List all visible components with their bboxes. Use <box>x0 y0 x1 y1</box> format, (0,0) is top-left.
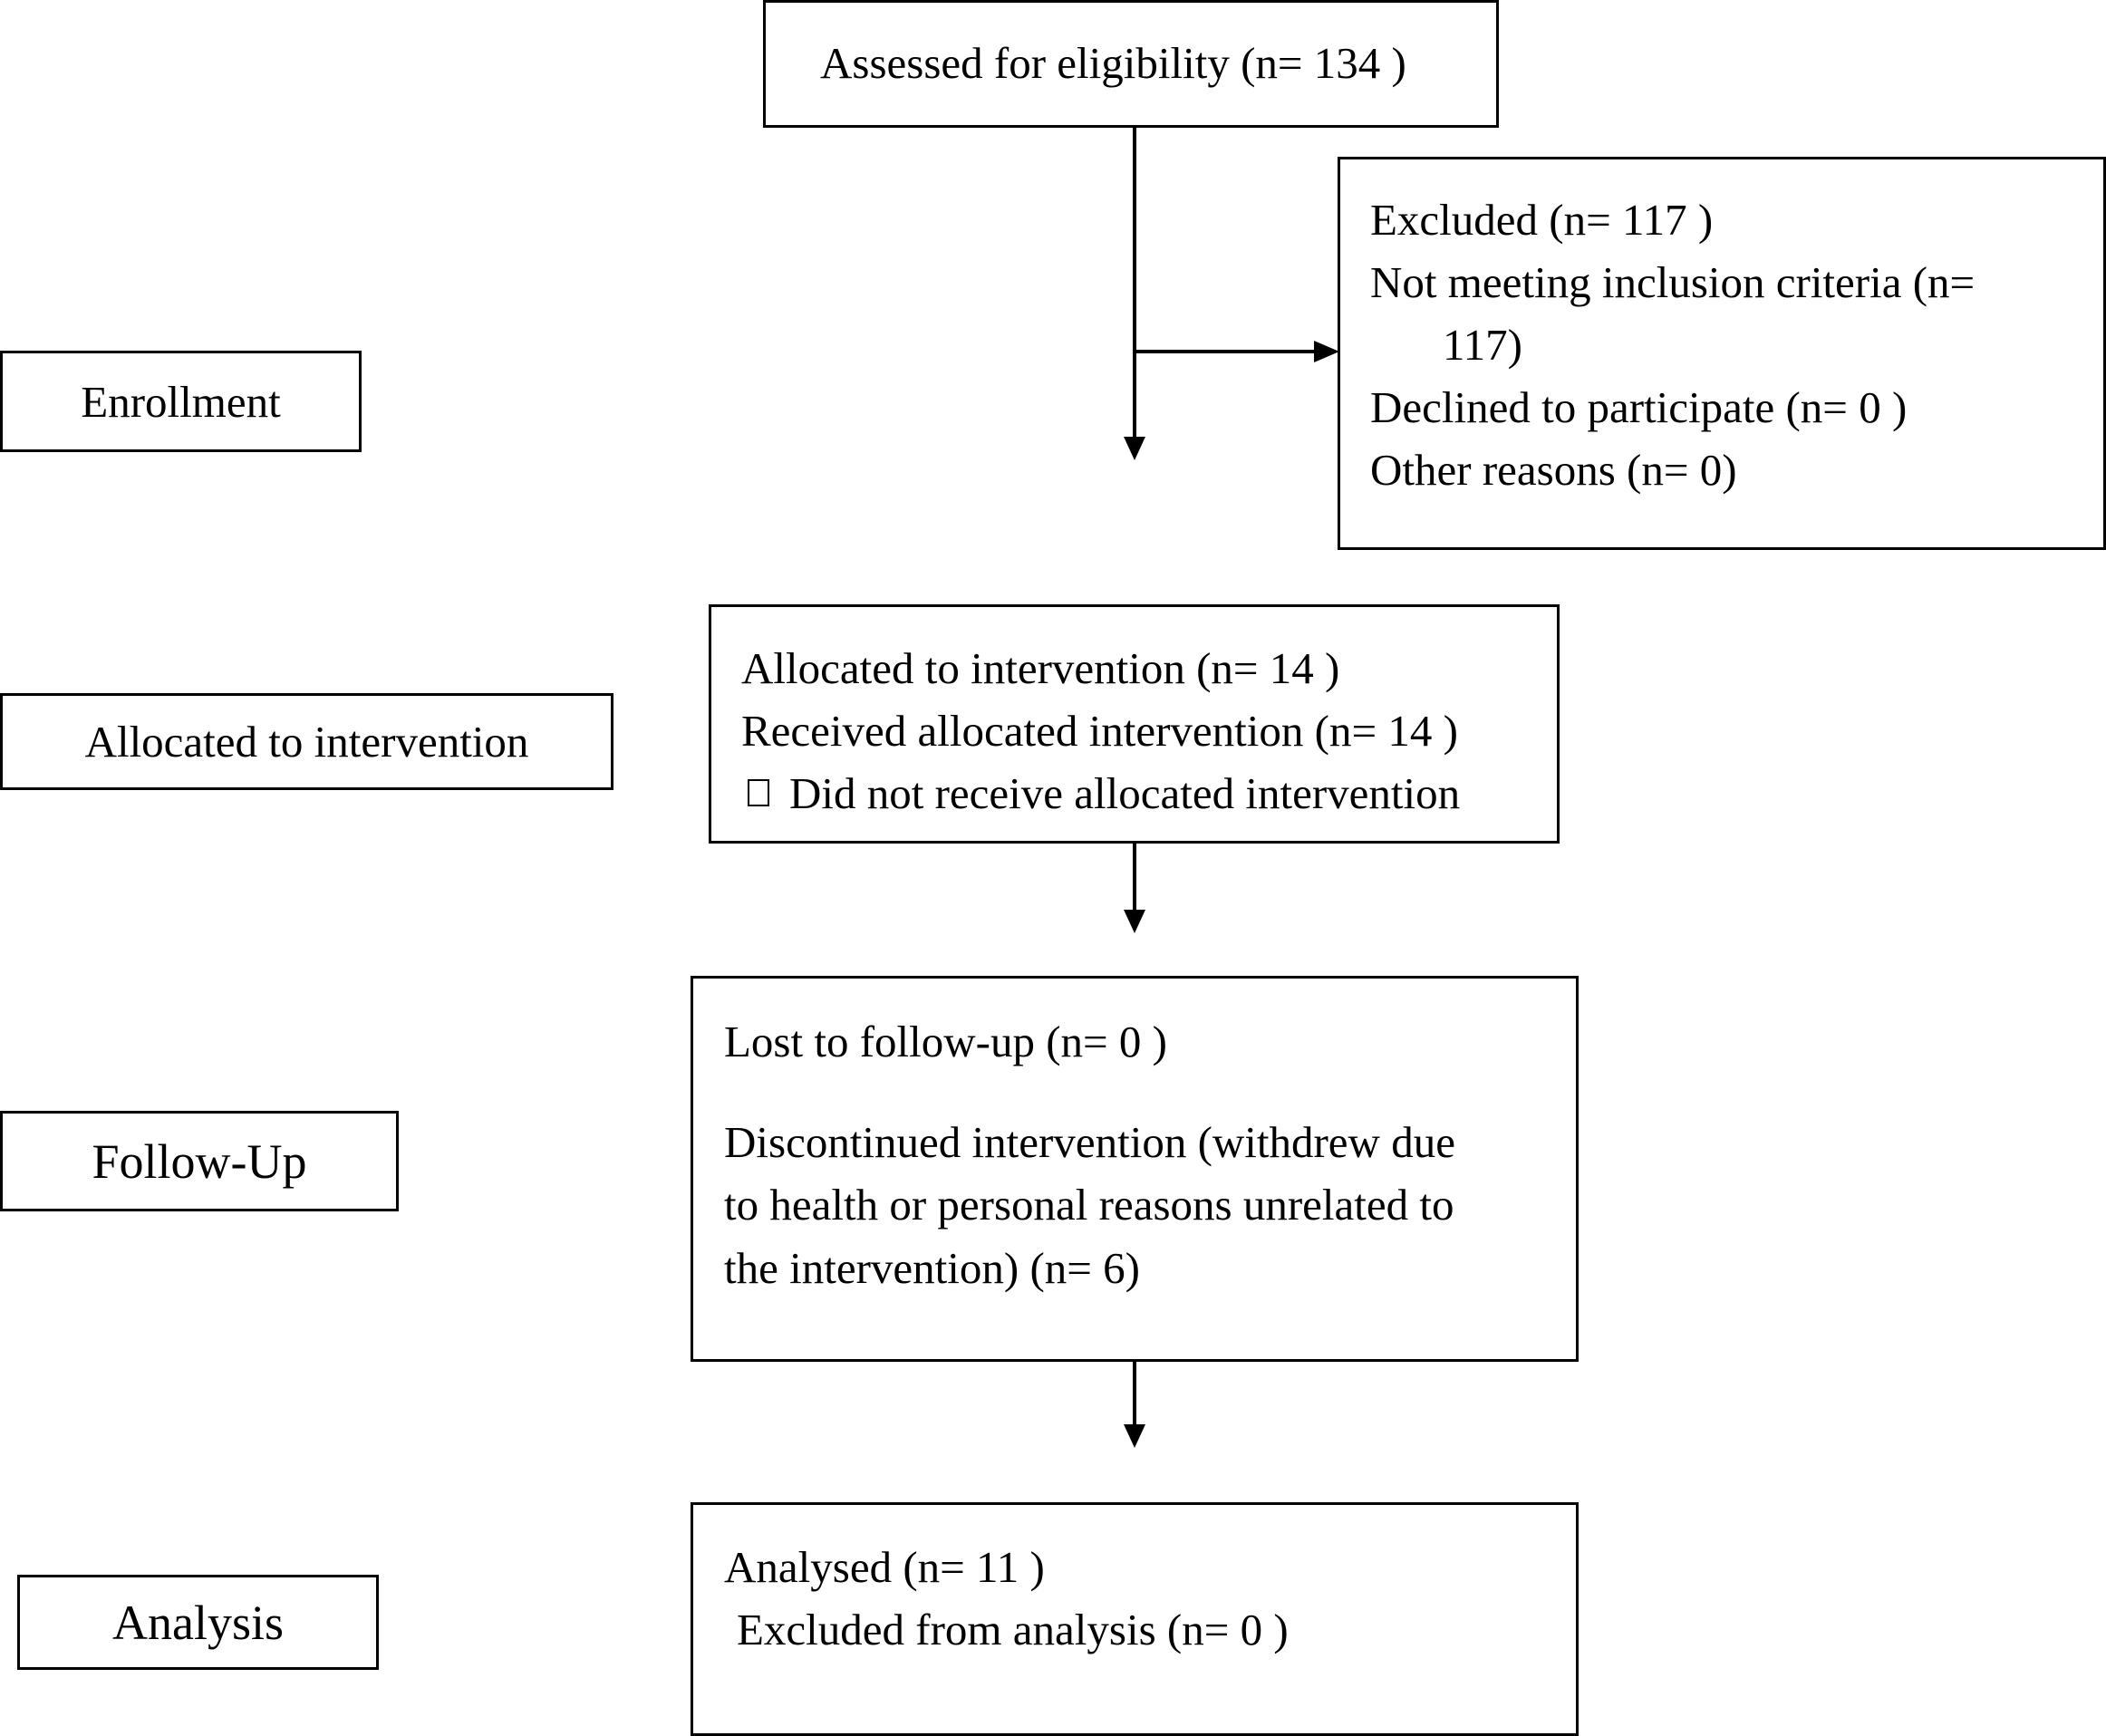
stage-allocation-label: Allocated to intervention <box>84 717 529 767</box>
followup-discontinued-line3: the intervention) (n= 6) <box>724 1243 1140 1293</box>
followup-box: Lost to follow-up (n= 0 ) Discontinued i… <box>691 976 1579 1362</box>
stage-allocation: Allocated to intervention <box>0 693 613 790</box>
stage-enrollment: Enrollment <box>0 351 362 452</box>
stage-follow-up-label: Follow-Up <box>92 1133 307 1189</box>
stage-analysis-label: Analysis <box>112 1595 284 1650</box>
followup-discontinued-line2: to health or personal reasons unrelated … <box>724 1180 1454 1230</box>
excluded-other: Other reasons (n= 0) <box>1370 445 1737 495</box>
excluded-box: Excluded (n= 117 ) Not meeting inclusion… <box>1338 157 2106 550</box>
allocated-line3: Did not receive allocated intervention <box>789 768 1461 818</box>
arrowhead-allocated <box>1124 910 1145 933</box>
excluded-not-meeting-line2: 117) <box>1443 320 1522 370</box>
allocated-line3-marker <box>748 779 769 806</box>
stage-enrollment-label: Enrollment <box>81 376 281 427</box>
allocated-line2: Received allocated intervention (n= 14 ) <box>741 706 1458 756</box>
analysed-box: Analysed (n= 11 ) Excluded from analysis… <box>691 1502 1579 1736</box>
allocated-line1: Allocated to intervention (n= 14 ) <box>741 643 1340 693</box>
arrowhead-followup <box>1124 1424 1145 1448</box>
excluded-declined: Declined to participate (n= 0 ) <box>1370 382 1908 432</box>
followup-discontinued-line1: Discontinued intervention (withdrew due <box>724 1117 1455 1167</box>
arrowhead-assessed <box>1124 437 1145 460</box>
assessed-box: Assessed for eligibility (n= 134 ) <box>763 0 1499 128</box>
arrowhead-excluded <box>1314 341 1339 362</box>
followup-lost: Lost to follow-up (n= 0 ) <box>724 1017 1167 1066</box>
excluded-not-meeting-line1: Not meeting inclusion criteria (n= <box>1370 257 1976 307</box>
stage-analysis: Analysis <box>17 1575 379 1670</box>
excluded-title: Excluded (n= 117 ) <box>1370 195 1714 245</box>
assessed-text: Assessed for eligibility (n= 134 ) <box>820 38 1406 88</box>
analysed-line2: Excluded from analysis (n= 0 ) <box>737 1605 1289 1654</box>
analysed-line1: Analysed (n= 11 ) <box>724 1542 1045 1592</box>
stage-follow-up: Follow-Up <box>0 1111 399 1211</box>
allocated-box: Allocated to intervention (n= 14 ) Recei… <box>709 604 1560 844</box>
